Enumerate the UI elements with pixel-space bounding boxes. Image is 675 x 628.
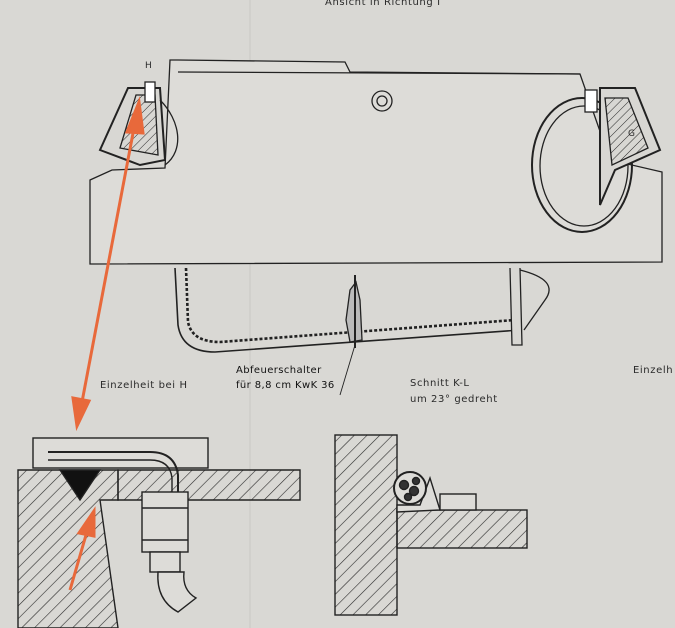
section-plate: [396, 509, 528, 549]
bolt: [371, 90, 393, 112]
cable-end: [157, 571, 198, 613]
section-bracket: [396, 475, 441, 513]
housing-top-edge: [177, 71, 581, 75]
cable-loop: [174, 267, 521, 353]
section-kl: [334, 434, 528, 616]
firing-switch-label-2: für 8,8 cm KwK 36: [236, 380, 335, 391]
section-wall: [334, 434, 398, 616]
section-kl-label-1: Schnitt K-L: [410, 378, 470, 389]
detail-h-label: Einzelheit bei H: [100, 380, 188, 391]
arrow-head-top: [124, 96, 145, 135]
detail-cut-label: Einzelh: [633, 365, 674, 376]
cable-ring: [531, 97, 633, 233]
armor-plate-left: [17, 469, 119, 628]
cable-gland: [141, 491, 189, 553]
sealing-wedge: [58, 469, 102, 502]
marker-g: G: [628, 129, 636, 139]
housing-body: [89, 59, 663, 265]
annotation-arrows: [68, 96, 145, 591]
detail-h: [17, 437, 301, 628]
firing-switch-label-1: Abfeuerschalter: [236, 365, 322, 376]
section-kl-label-2: um 23° gedreht: [410, 394, 498, 405]
arrow-head-detail: [76, 506, 96, 538]
right-support: [509, 267, 523, 346]
housing-view: [89, 0, 663, 628]
view-title: Ansicht in Richtung I: [325, 0, 441, 8]
arrow-head-bottom: [71, 396, 92, 432]
marker-h: H: [145, 61, 153, 71]
